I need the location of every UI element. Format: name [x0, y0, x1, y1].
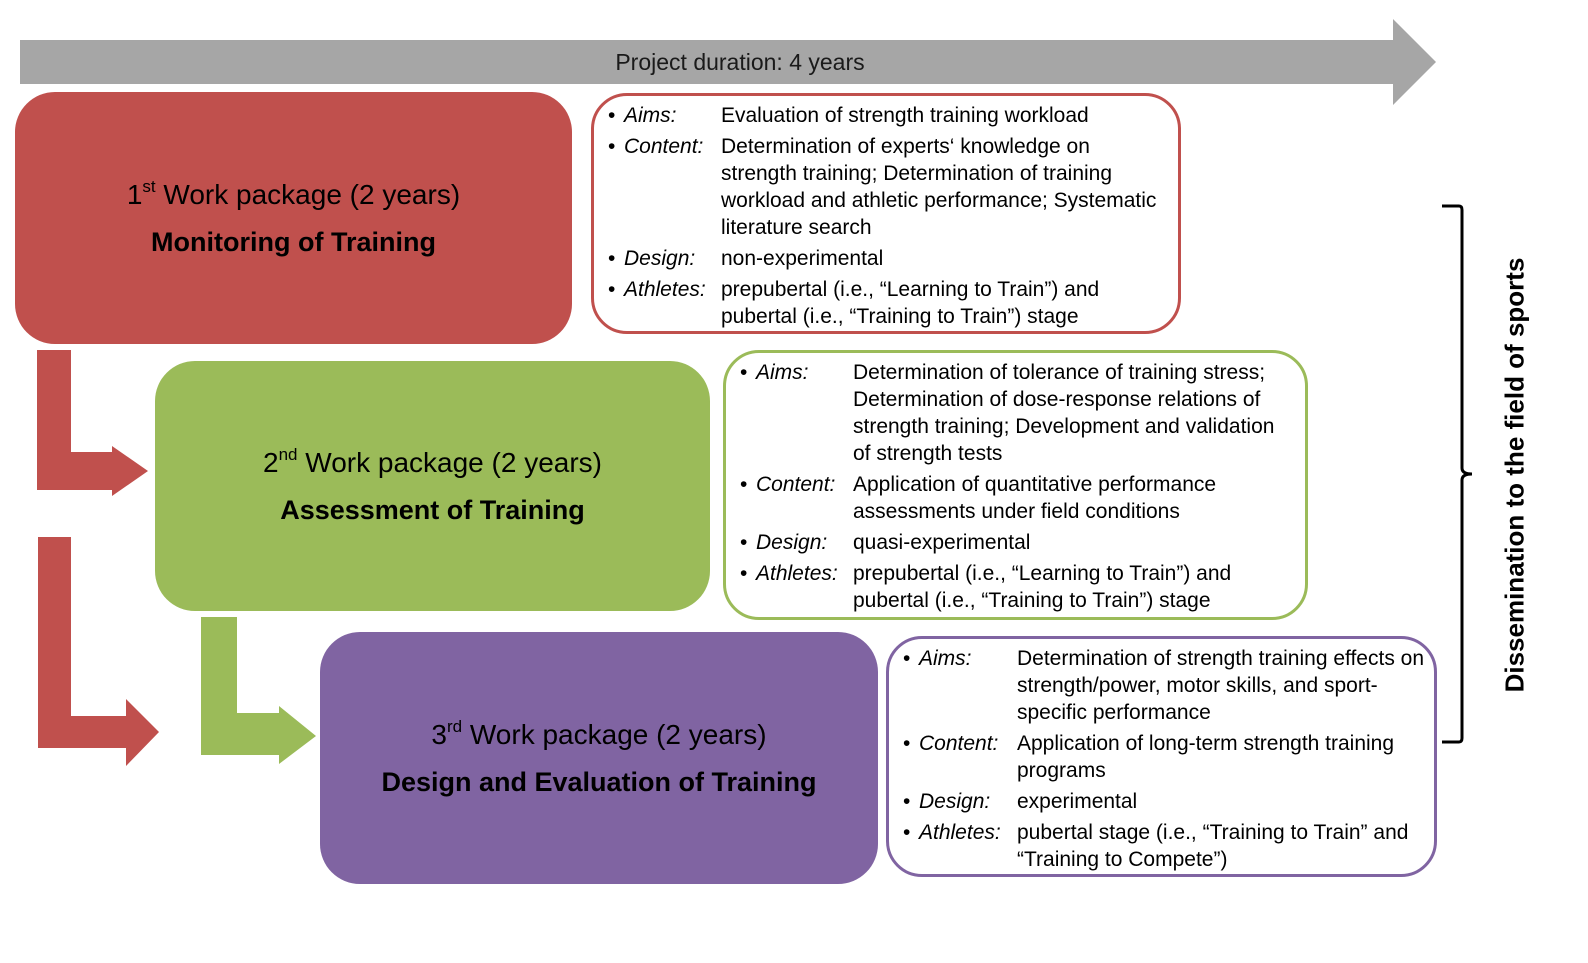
- work-package-3-box: 3rd Work package (2 years) Design and Ev…: [320, 632, 878, 884]
- detail-value: pubertal stage (i.e., “Training to Train…: [1017, 821, 1409, 871]
- work-package-2-title: 2nd Work package (2 years): [263, 446, 602, 480]
- bullet-icon: •: [740, 473, 748, 496]
- detail-value: prepubertal (i.e., “Learning to Train”) …: [853, 562, 1232, 612]
- detail-key: Design:: [756, 531, 828, 554]
- detail-key: Content:: [756, 473, 836, 496]
- detail-row-design: • Design: quasi-experimental: [740, 529, 1295, 556]
- detail-row-design: • Design: non-experimental: [608, 245, 1168, 272]
- work-package-3-details: • Aims: Determination of strength training…: [886, 636, 1437, 877]
- bullet-icon: •: [903, 732, 911, 755]
- detail-value: Evaluation of strength training workload: [721, 104, 1089, 127]
- detail-value: prepubertal (i.e., “Learning to Train”) …: [721, 278, 1100, 328]
- detail-row-content: • Content: Application of long-term streng…: [903, 730, 1424, 784]
- detail-key: Design:: [624, 247, 696, 270]
- arrow-wp1-to-wp2: [37, 350, 148, 496]
- detail-value: quasi-experimental: [853, 531, 1031, 554]
- work-package-3-subtitle: Design and Evaluation of Training: [381, 767, 817, 798]
- wp-title-text: Work package (2 years): [462, 718, 767, 750]
- wp-ordinal: nd: [278, 444, 298, 464]
- detail-row-content: • Content: Determination of experts‘ knowl…: [608, 133, 1168, 241]
- bullet-icon: •: [608, 104, 616, 127]
- detail-key: Content:: [624, 135, 704, 158]
- arrow-wp1-to-wp3: [38, 537, 159, 766]
- wp-number: 2: [263, 446, 279, 478]
- bullet-icon: •: [903, 821, 911, 844]
- detail-row-athletes: • Athletes: prepubertal (i.e., “Learning t…: [608, 276, 1168, 330]
- work-package-1-box: 1st Work package (2 years) Monitoring of…: [15, 92, 572, 344]
- timeline-arrow-icon: [20, 19, 1436, 105]
- detail-value: Application of quantitative performance …: [853, 473, 1217, 523]
- bullet-icon: •: [903, 647, 911, 670]
- detail-key: Athletes:: [624, 278, 706, 301]
- project-duration-label: Project duration: 4 years: [615, 48, 865, 75]
- work-package-1-title: 1st Work package (2 years): [127, 178, 460, 212]
- detail-row-design: • Design: experimental: [903, 788, 1424, 815]
- bullet-icon: •: [903, 790, 911, 813]
- detail-key: Content:: [919, 732, 999, 755]
- detail-value: Determination of experts‘ knowledge on s…: [721, 135, 1157, 239]
- wp-number: 1: [126, 178, 143, 210]
- bullet-icon: •: [740, 562, 748, 585]
- detail-key: Design:: [919, 790, 991, 813]
- detail-row-aims: • Aims: Determination of tolerance of trai…: [740, 359, 1295, 467]
- detail-value: non-experimental: [721, 247, 884, 270]
- detail-value: Determination of strength training effec…: [1017, 647, 1425, 724]
- detail-key: Athletes:: [756, 562, 838, 585]
- bullet-icon: •: [608, 278, 616, 301]
- detail-key: Aims:: [919, 647, 972, 670]
- wp-number: 3: [431, 718, 447, 750]
- work-package-2-subtitle: Assessment of Training: [280, 495, 585, 526]
- bullet-icon: •: [740, 361, 748, 384]
- detail-value: Application of long-term strength traini…: [1017, 732, 1395, 782]
- detail-key: Athletes:: [919, 821, 1001, 844]
- detail-row-athletes: • Athletes: pubertal stage (i.e., “Trainin…: [903, 819, 1424, 873]
- right-brace-icon: [1442, 204, 1473, 744]
- detail-key: Aims:: [756, 361, 809, 384]
- detail-row-athletes: • Athletes: prepubertal (i.e., “Learning t…: [740, 560, 1295, 614]
- wp-title-text: Work package (2 years): [297, 446, 602, 478]
- work-package-2-box: 2nd Work package (2 years) Assessment of…: [155, 361, 710, 611]
- detail-row-aims: • Aims: Determination of strength training…: [903, 645, 1424, 726]
- work-package-1-details: • Aims: Evaluation of strength training wo…: [591, 93, 1181, 334]
- wp-title-text: Work package (2 years): [155, 178, 461, 210]
- work-package-3-title: 3rd Work package (2 years): [431, 718, 766, 752]
- work-package-2-details: • Aims: Determination of tolerance of trai…: [723, 350, 1308, 620]
- bullet-icon: •: [608, 247, 616, 270]
- detail-row-content: • Content: Application of quantitative per…: [740, 471, 1295, 525]
- detail-key: Aims:: [624, 104, 677, 127]
- bullet-icon: •: [608, 135, 616, 158]
- wp-ordinal: rd: [446, 716, 463, 736]
- detail-value: Determination of tolerance of training s…: [853, 361, 1275, 465]
- detail-value: experimental: [1017, 790, 1138, 813]
- arrow-wp2-to-wp3: [201, 617, 316, 764]
- wp-ordinal: st: [142, 176, 156, 196]
- detail-row-aims: • Aims: Evaluation of strength training wo…: [608, 102, 1168, 129]
- dissemination-label: Dissemination to the field of sports: [1499, 257, 1530, 693]
- work-package-1-subtitle: Monitoring of Training: [151, 227, 436, 258]
- bullet-icon: •: [740, 531, 748, 554]
